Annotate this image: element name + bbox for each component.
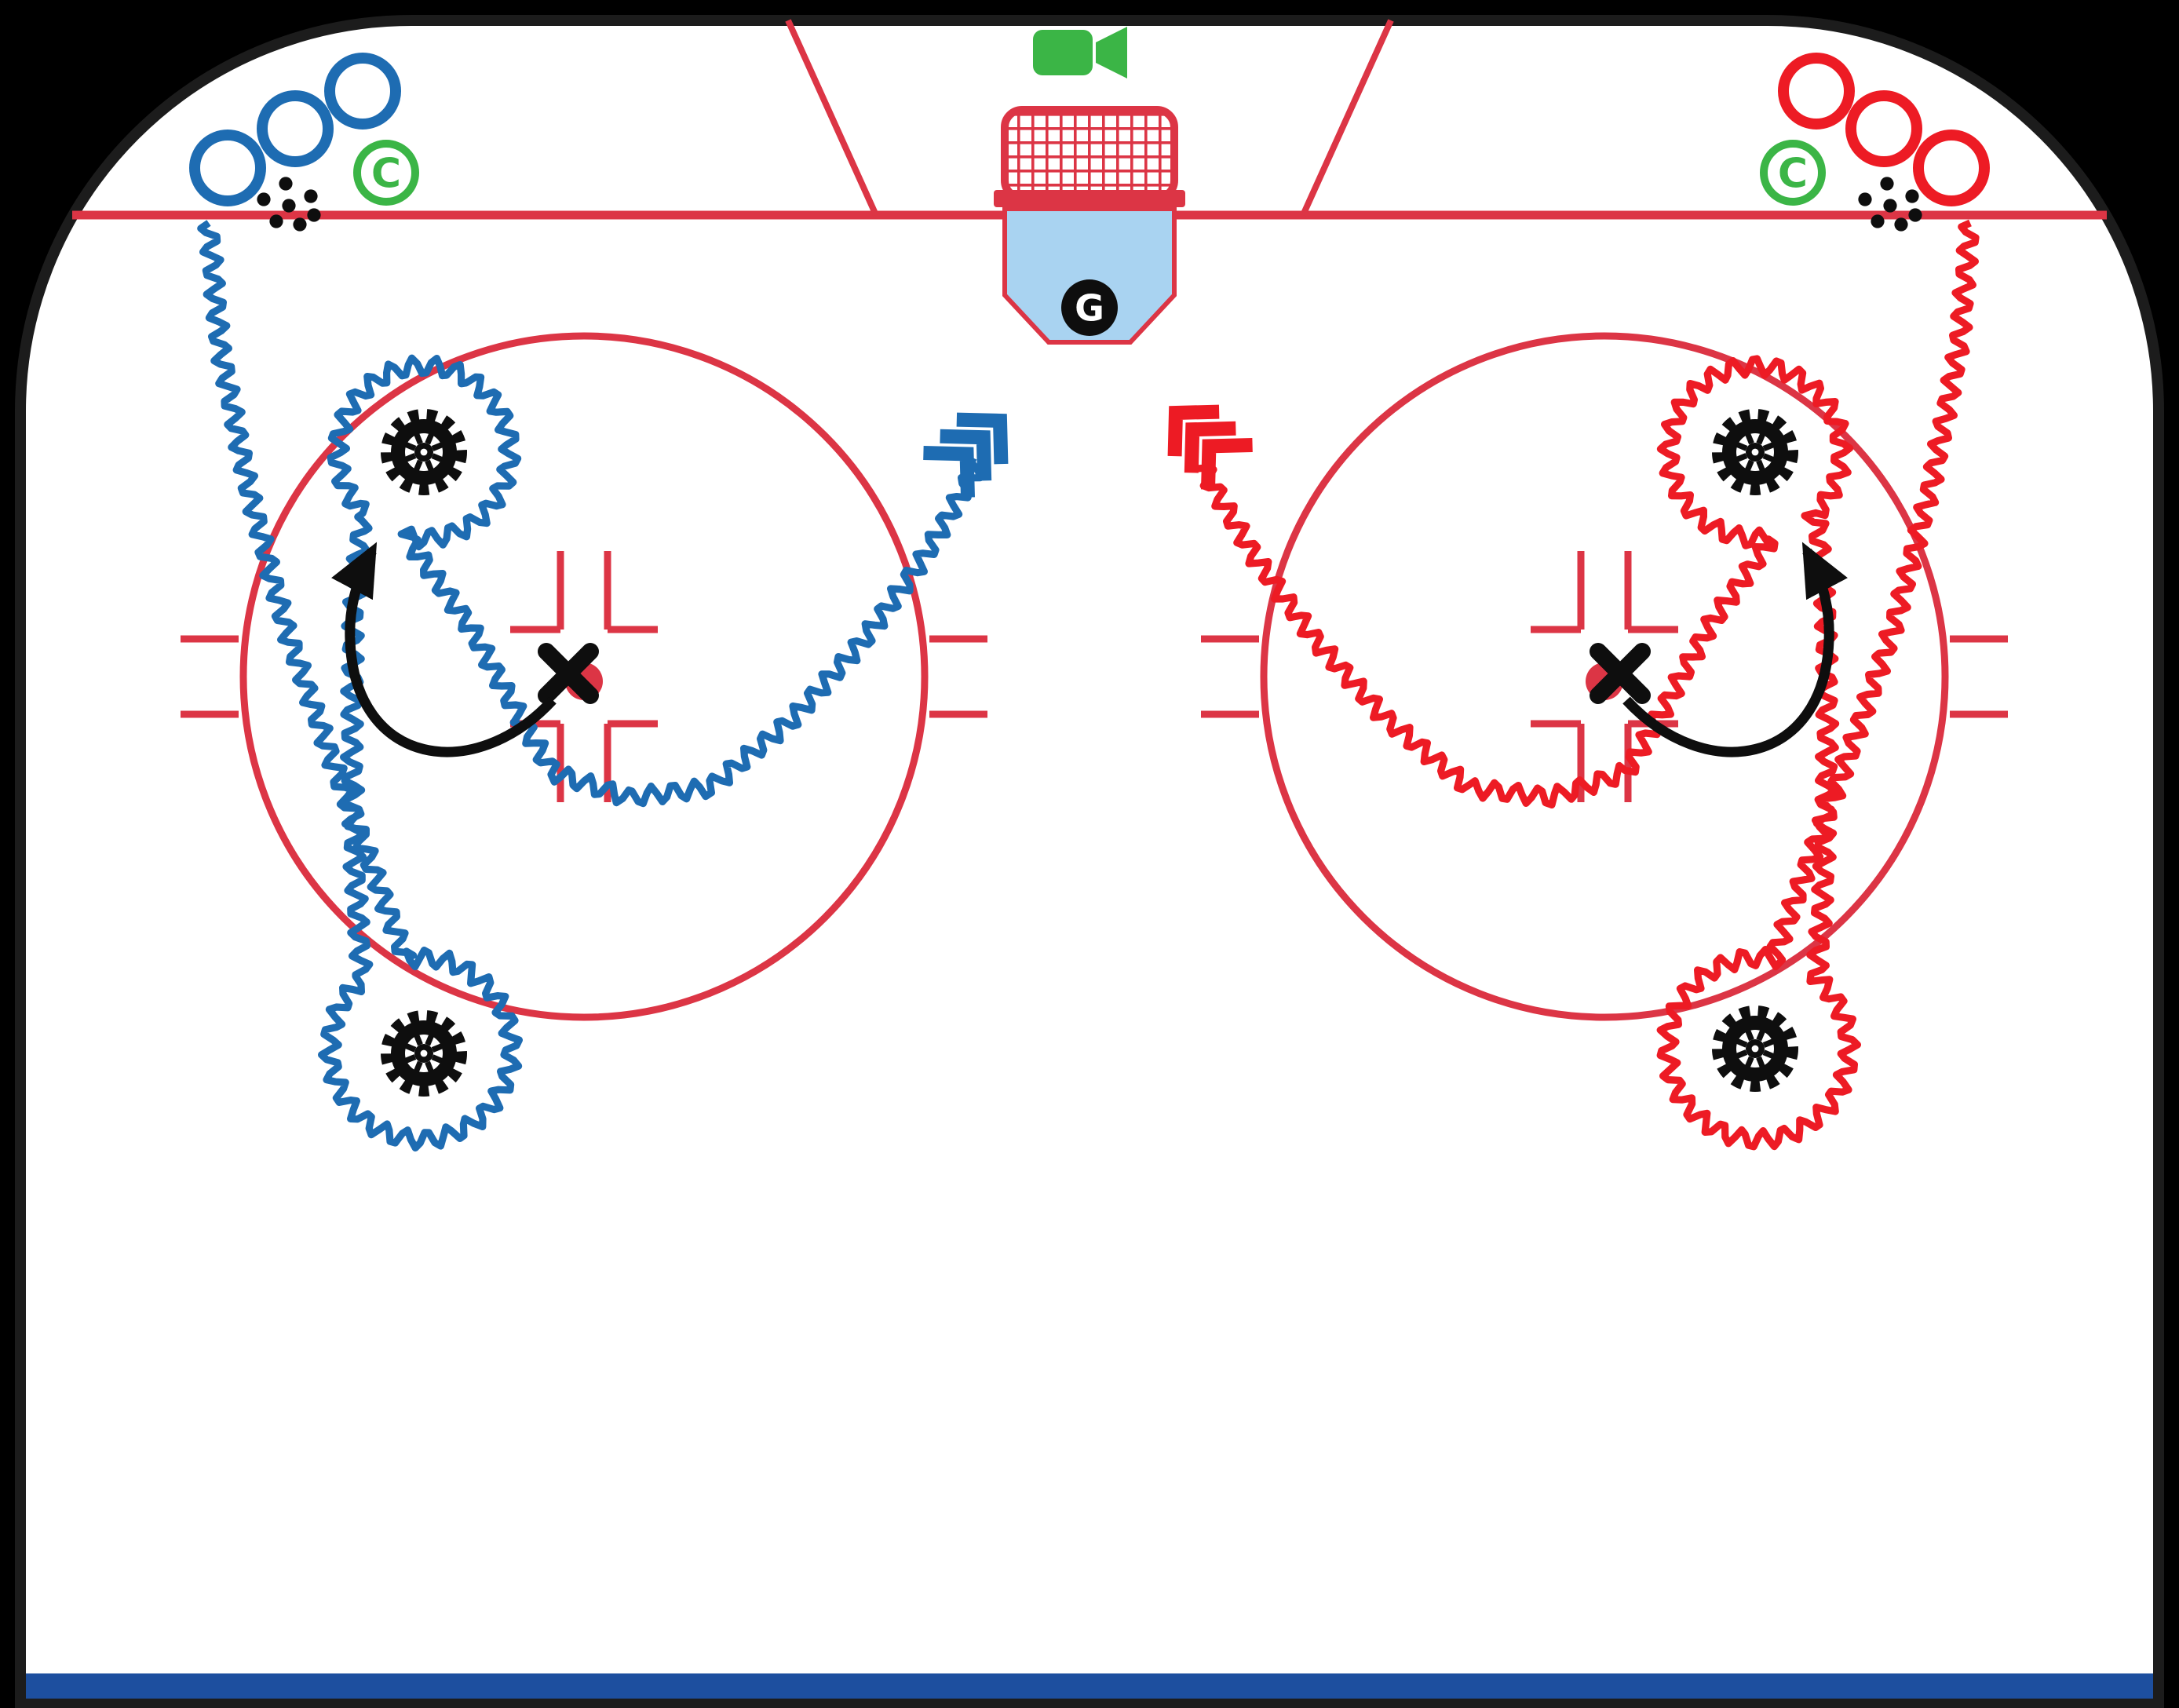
puck-cluster xyxy=(257,177,321,232)
goalie-marker xyxy=(1061,279,1118,336)
puck-dot xyxy=(1894,217,1908,232)
puck-dot xyxy=(257,192,271,206)
puck-dot xyxy=(1883,199,1897,213)
tire-obstacle-icon xyxy=(381,1010,467,1097)
skating-routes-layer xyxy=(197,219,1980,1151)
player-ring-icon xyxy=(1913,130,1990,206)
cut-arrow-right xyxy=(1622,542,1848,757)
player-ring-icon xyxy=(189,130,266,206)
tire-obstacle-icon xyxy=(1712,1005,1798,1092)
blue-line xyxy=(26,1673,2153,1699)
trapezoid-line-right xyxy=(1300,19,1394,217)
puck-dot xyxy=(1908,208,1922,222)
faceoff-circle xyxy=(181,332,987,1021)
blue-skating-route xyxy=(197,220,984,1151)
goal-net xyxy=(1001,106,1178,202)
goal-group: G xyxy=(994,106,1185,345)
player-ring-icon xyxy=(1778,53,1855,130)
puck-dot xyxy=(282,199,296,213)
goal-crossbar xyxy=(994,190,1185,207)
player-x-marker xyxy=(538,643,599,704)
acceleration-arrow-red xyxy=(1167,404,1253,490)
player-ring-icon xyxy=(324,53,401,130)
puck-dot xyxy=(307,208,321,222)
puck-dot xyxy=(269,214,283,228)
puck-dot xyxy=(279,177,293,191)
acceleration-arrow-blue xyxy=(923,412,1009,498)
video-camera-icon xyxy=(1033,27,1127,78)
tire-obstacle-icon xyxy=(381,409,467,495)
puck-dot xyxy=(1858,192,1872,206)
coach-circle-icon: C xyxy=(353,140,419,206)
puck-dot xyxy=(304,189,318,203)
puck-dot xyxy=(1905,189,1919,203)
player-ring-icon xyxy=(1845,90,1922,167)
puck-cluster xyxy=(1858,177,1922,232)
coach-label: C xyxy=(371,151,401,198)
player-group: C xyxy=(1760,53,1990,232)
tire-obstacle-icon xyxy=(1712,409,1798,495)
cut-arrow-left xyxy=(331,542,557,757)
arrows-layer xyxy=(331,404,1848,757)
coach-circle-icon: C xyxy=(1760,140,1826,206)
puck-dot xyxy=(293,217,307,232)
puck-dot xyxy=(1871,214,1885,228)
player-ring-icon xyxy=(257,90,334,167)
goalie-label: G xyxy=(1075,287,1104,330)
puck-dot xyxy=(1880,177,1894,191)
trapezoid-line-left xyxy=(785,19,879,217)
player-group: C xyxy=(189,53,419,232)
red-skating-route xyxy=(1190,219,1980,1151)
rink-boards xyxy=(15,15,2164,1708)
coach-label: C xyxy=(1778,151,1808,198)
player-x-marker xyxy=(1590,643,1651,704)
goal-crease xyxy=(1002,206,1177,345)
